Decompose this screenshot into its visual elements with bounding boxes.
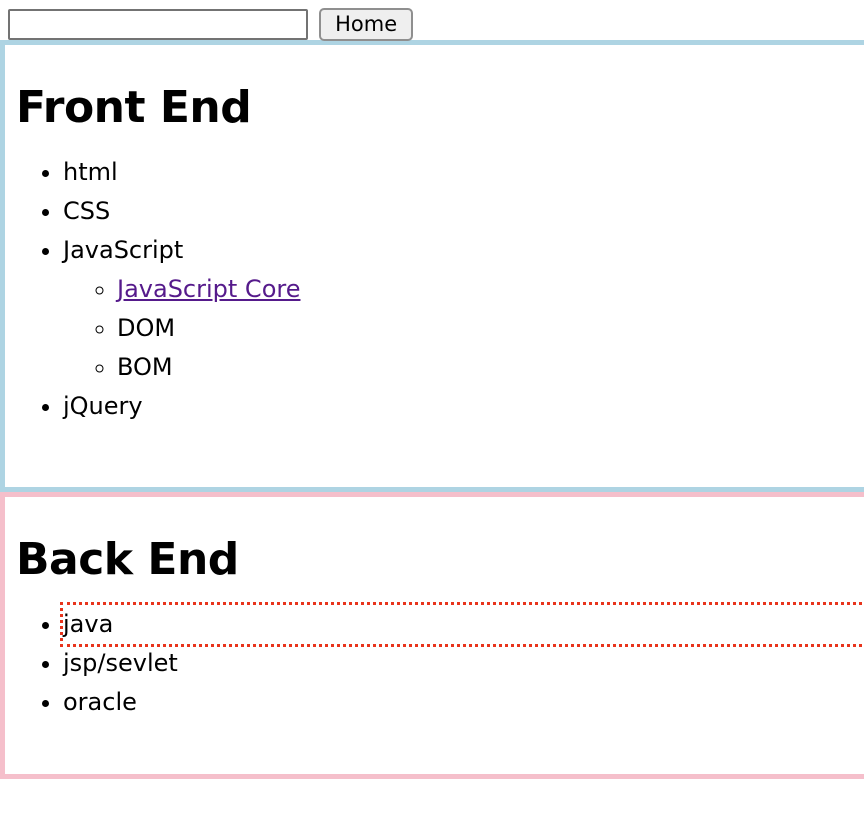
back-end-panel: Back End java jsp/sevlet oracle (0, 492, 864, 779)
javascript-sub-list: JavaScript Core DOM BOM (63, 270, 864, 387)
list-item-label: CSS (63, 197, 111, 226)
back-end-heading: Back End (16, 534, 239, 585)
top-toolbar: Home (0, 0, 864, 41)
back-end-list: java jsp/sevlet oracle (5, 602, 864, 722)
list-item[interactable]: jsp/sevlet (63, 644, 864, 683)
list-item-label: DOM (117, 314, 176, 343)
list-item-label: jsp/sevlet (63, 649, 178, 678)
table-row[interactable]: java (60, 602, 864, 648)
list-item-label: html (63, 158, 118, 187)
list-item-label: JavaScript (63, 236, 184, 265)
search-input[interactable] (8, 9, 308, 40)
list-item[interactable]: DOM (117, 309, 864, 348)
home-button[interactable]: Home (319, 8, 414, 41)
list-item[interactable]: BOM (117, 348, 864, 387)
javascript-core-link[interactable]: JavaScript Core (117, 275, 301, 304)
list-item[interactable]: JavaScript Core (117, 270, 864, 309)
front-end-list: html CSS JavaScript JavaScript Core DOM … (5, 153, 864, 426)
list-item-label: oracle (63, 688, 137, 717)
list-item[interactable]: jQuery (63, 387, 864, 426)
highlighted-element-java[interactable]: java (60, 602, 864, 648)
list-item[interactable]: CSS (63, 192, 864, 231)
list-item-label: BOM (117, 353, 173, 382)
front-end-panel: Front End html CSS JavaScript JavaScript… (0, 40, 864, 492)
list-item-label: jQuery (63, 392, 143, 421)
front-end-heading: Front End (16, 82, 252, 133)
list-item[interactable]: JavaScript JavaScript Core DOM BOM (63, 231, 864, 387)
list-item[interactable]: oracle (63, 683, 864, 722)
list-item[interactable]: html (63, 153, 864, 192)
